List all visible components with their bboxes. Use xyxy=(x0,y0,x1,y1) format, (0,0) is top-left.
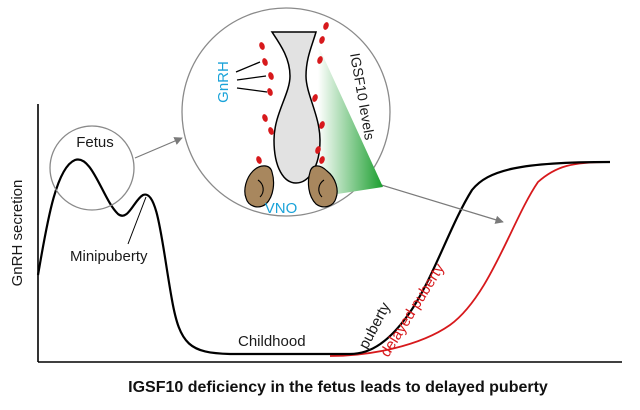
inset-nasal-schematic: GnRH IGSF10 levels VNO xyxy=(181,7,391,217)
minipuberty-label: Minipuberty xyxy=(70,248,148,265)
vno-right xyxy=(307,165,338,208)
gnrh-pointer-2 xyxy=(236,75,267,81)
arrow-inset-to-puberty xyxy=(377,183,504,224)
gnrh-neuron xyxy=(259,42,265,50)
childhood-label: Childhood xyxy=(238,333,306,350)
gnrh-neuron xyxy=(262,114,268,122)
minipuberty-pointer xyxy=(127,196,147,245)
y-axis-label: GnRH secretion xyxy=(9,180,26,287)
gnrh-pointer-3 xyxy=(236,87,268,93)
igsf10-gradient-triangle xyxy=(318,45,383,197)
gnrh-neuron xyxy=(323,22,329,30)
fetus-label: Fetus xyxy=(76,134,114,151)
gnrh-neuron xyxy=(267,88,273,96)
vno-label: VNO xyxy=(265,200,298,217)
fetus-highlight-circle xyxy=(49,125,135,211)
vno-left xyxy=(244,165,275,208)
gnrh-neuron xyxy=(315,146,321,154)
nasal-septum xyxy=(270,31,321,184)
gnrh-neuron xyxy=(268,72,274,80)
gnrh-neuron xyxy=(256,156,262,164)
gnrh-neuron xyxy=(317,56,323,64)
delayed-puberty-curve xyxy=(329,161,611,357)
gnrh-neuron xyxy=(262,58,268,66)
gnrh-neuron xyxy=(319,156,325,164)
gnrh-neurons xyxy=(256,22,329,164)
gnrh-pointer-1 xyxy=(235,61,261,73)
vno-left-lumen xyxy=(257,179,264,198)
gnrh-neuron xyxy=(312,94,318,102)
gnrh-neuron xyxy=(319,121,325,129)
gnrh-neuron xyxy=(268,127,274,135)
gnrh-neuron xyxy=(319,36,325,44)
arrow-fetus-to-inset xyxy=(134,137,183,159)
gnrh-secretion-curve xyxy=(36,158,611,356)
gnrh-label: GnRH xyxy=(215,61,232,103)
figure-caption: IGSF10 deficiency in the fetus leads to … xyxy=(128,379,548,396)
axes xyxy=(37,104,622,363)
vno-right-lumen xyxy=(318,179,325,198)
